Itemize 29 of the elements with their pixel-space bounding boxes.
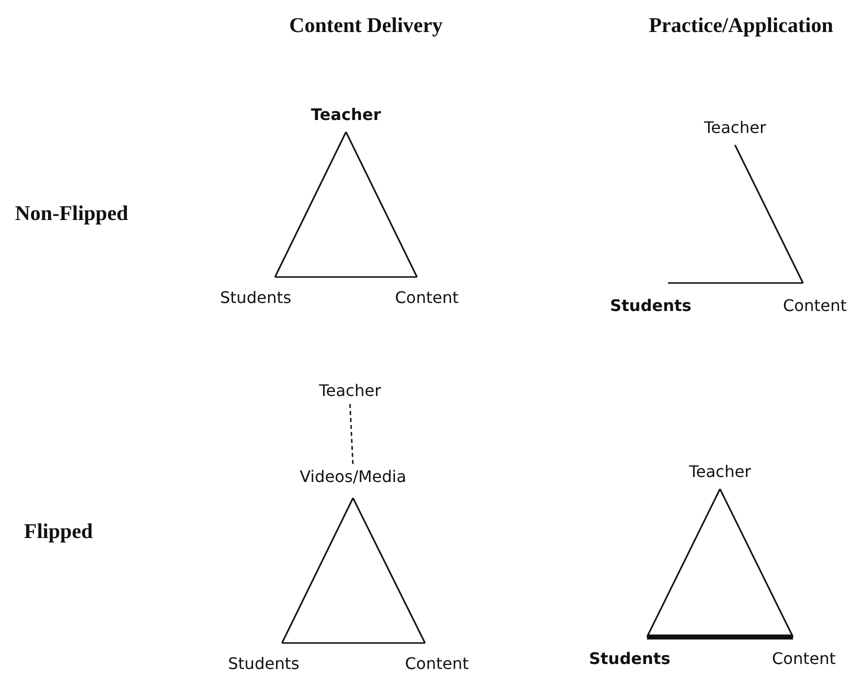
row-heading: Non-Flipped <box>15 200 128 226</box>
vertex-label: Content <box>783 283 847 317</box>
vertex-label: Teacher <box>704 117 766 145</box>
thick-line <box>647 634 793 640</box>
vertex-label: Videos/Media <box>300 466 406 498</box>
vertex-label: Teacher <box>310 104 382 132</box>
connector-line <box>734 144 804 284</box>
connector-line <box>719 488 794 638</box>
row-heading: Flipped <box>24 518 93 544</box>
connector-line <box>274 132 347 278</box>
vertex-label: Students <box>610 283 692 317</box>
connector-line <box>345 132 418 278</box>
vertex-label: Content <box>772 637 836 670</box>
vertex-label: Content <box>405 643 469 675</box>
column-heading: Content Delivery <box>289 12 443 38</box>
connector-line <box>352 498 426 644</box>
connector-line <box>275 276 417 278</box>
connector-line <box>282 642 425 644</box>
vertex-label: Students <box>220 277 292 309</box>
connector-line <box>668 282 803 284</box>
dashed-line <box>349 404 354 466</box>
vertex-label: Students <box>228 643 300 675</box>
vertex-label: Content <box>395 277 459 309</box>
column-heading: Practice/Application <box>648 12 834 38</box>
vertex-label: Students <box>589 637 670 670</box>
connector-line <box>281 498 354 644</box>
vertex-label: Teacher <box>688 461 752 489</box>
vertex-label: Teacher <box>318 380 382 404</box>
connector-line <box>646 488 721 638</box>
